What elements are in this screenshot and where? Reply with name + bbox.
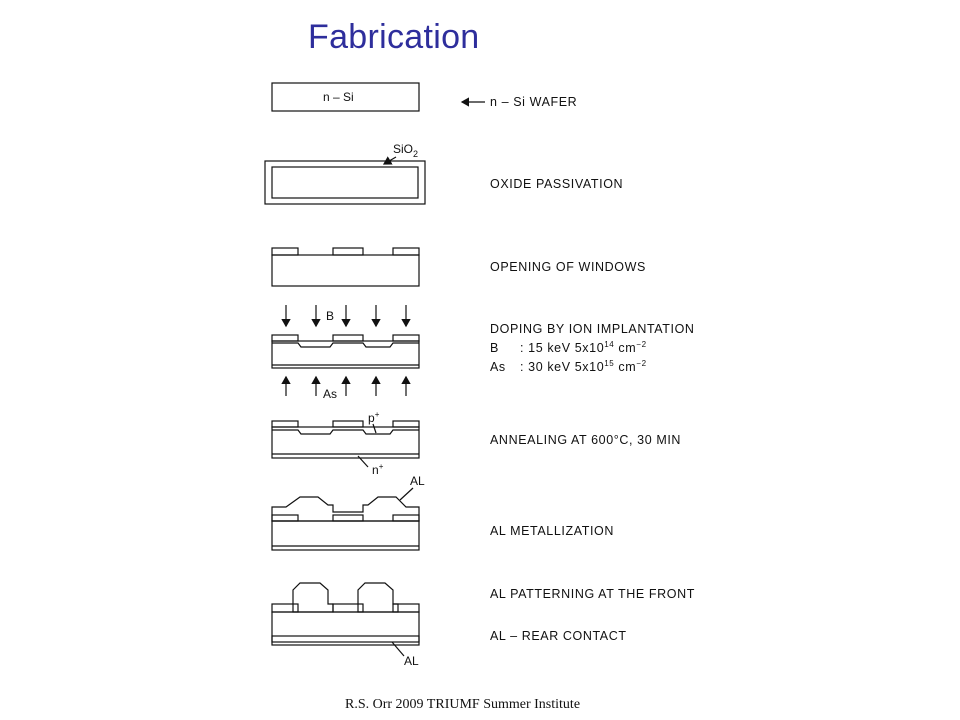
arsenic-arrows xyxy=(281,375,411,396)
anneal-oxide-1 xyxy=(271,420,299,428)
metal-oxide-1 xyxy=(271,514,299,522)
anneal-p-plus-profile xyxy=(272,429,419,435)
step-annealing: p+ n+ ANNEALING AT 600°C, 30 MIN xyxy=(271,410,681,477)
n-plus-label: n+ xyxy=(372,462,384,477)
step-label-metallization: AL METALLIZATION xyxy=(490,524,614,538)
boron-arrows xyxy=(281,305,411,328)
pattern-al-pad-1 xyxy=(292,582,334,613)
windows-oxide-2 xyxy=(332,247,364,256)
oxide-core xyxy=(271,166,419,199)
windows-oxide-3 xyxy=(392,247,420,256)
doping-oxide-3 xyxy=(392,334,420,342)
doping-implant-profile xyxy=(272,342,419,348)
pattern-oxide-1 xyxy=(271,603,299,613)
metal-oxide-3 xyxy=(392,514,420,522)
windows-substrate xyxy=(271,254,420,287)
pattern-oxide-2 xyxy=(332,603,364,613)
step-windows: OPENING OF WINDOWS xyxy=(271,247,646,287)
windows-oxide-1 xyxy=(271,247,299,256)
step-oxide: SiO2 OXIDE PASSIVATION xyxy=(264,142,623,205)
metal-al-layer xyxy=(271,496,420,522)
doping-arsenic-spec: As: 30 keV 5x1015 cm−2 xyxy=(490,359,647,374)
oxide-outer xyxy=(264,160,426,205)
fabrication-diagram: n – Si n – Si WAFER SiO2 OXIDE PASSIVATI… xyxy=(264,82,695,668)
step-metallization: AL AL METALLIZATION xyxy=(271,474,614,551)
step-label-rear-contact: AL – REAR CONTACT xyxy=(490,629,627,643)
p-plus-label: p+ xyxy=(368,410,380,425)
al-top-arrow xyxy=(399,487,414,501)
sio2-arrow xyxy=(382,156,397,165)
doping-substrate xyxy=(271,340,420,369)
al-bottom-arrow xyxy=(391,641,405,657)
sio2-label: SiO2 xyxy=(393,142,418,159)
step-label-patterning: AL PATTERNING AT THE FRONT xyxy=(490,587,695,601)
anneal-oxide-2 xyxy=(332,420,364,428)
arsenic-label: As xyxy=(323,387,337,401)
step-label-doping: DOPING BY ION IMPLANTATION xyxy=(490,322,695,336)
al-top-label: AL xyxy=(410,474,425,488)
slide-footer: R.S. Orr 2009 TRIUMF Summer Institute xyxy=(345,697,581,712)
al-bottom-label: AL xyxy=(404,654,419,668)
wafer-block xyxy=(271,82,420,112)
step-label-wafer: n – Si WAFER xyxy=(490,95,577,109)
anneal-substrate xyxy=(271,426,420,459)
pattern-substrate xyxy=(271,611,420,646)
step-label-windows: OPENING OF WINDOWS xyxy=(490,260,646,274)
anneal-oxide-3 xyxy=(392,420,420,428)
pattern-al-pad-2 xyxy=(357,582,399,613)
step-label-annealing: ANNEALING AT 600°C, 30 MIN xyxy=(490,433,681,447)
step-doping: B As DOPING BY ION IMPLANTATION B: 15 ke… xyxy=(271,305,695,401)
pattern-oxide-3 xyxy=(392,603,420,613)
boron-label: B xyxy=(326,309,334,323)
metal-oxide-2 xyxy=(332,514,364,522)
slide-title: Fabrication xyxy=(308,18,480,56)
step-wafer: n – Si n – Si WAFER xyxy=(271,82,577,112)
rear-al-contact xyxy=(271,635,420,643)
doping-boron-spec: B: 15 keV 5x1014 cm−2 xyxy=(490,340,647,355)
step-patterning: AL AL PATTERNING AT THE FRONT AL – REAR … xyxy=(271,582,695,668)
n-plus-arrow xyxy=(357,455,369,468)
doping-oxide-2 xyxy=(332,334,364,342)
p-plus-arrow xyxy=(372,423,377,434)
step-label-oxide: OXIDE PASSIVATION xyxy=(490,177,623,191)
wafer-label: n – Si xyxy=(323,90,354,104)
doping-oxide-1 xyxy=(271,334,299,342)
